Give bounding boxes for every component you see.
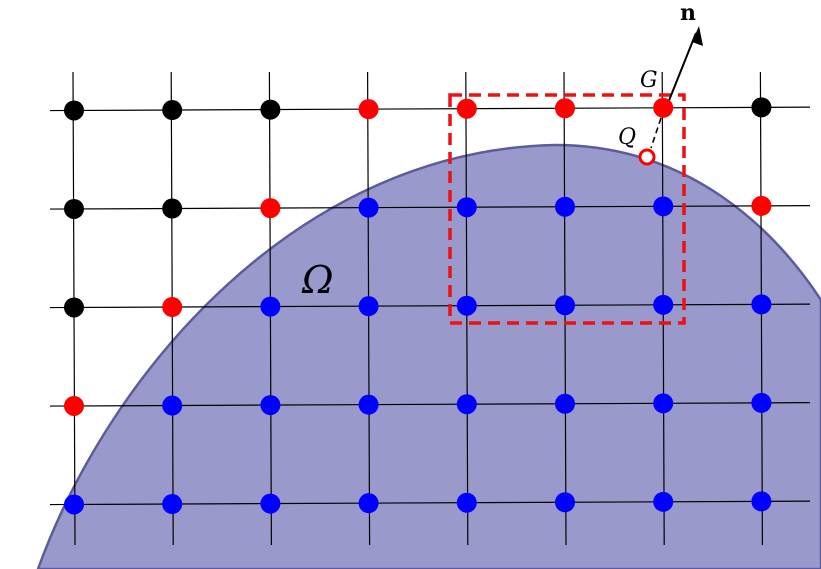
- grid-node-blue: [64, 494, 84, 515]
- grid-node-blue: [358, 394, 379, 415]
- grid-node-blue: [162, 494, 183, 515]
- grid-node-blue: [653, 491, 674, 512]
- domain-label: Ω: [301, 258, 334, 302]
- grid-node-black: [64, 198, 84, 219]
- grid-node-black: [64, 297, 84, 318]
- grid-node-red: [555, 98, 575, 119]
- grid-node-blue: [653, 393, 674, 414]
- grid-node-blue: [456, 394, 477, 415]
- domain-region: [36, 143, 821, 569]
- grid-node-blue: [555, 393, 575, 414]
- normal-arrow: [665, 32, 697, 109]
- grid-node-blue: [260, 493, 281, 514]
- normal-label: n: [680, 0, 696, 26]
- grid-node-blue: [456, 492, 477, 513]
- grid-node-black: [162, 100, 183, 121]
- grid-node-blue: [456, 295, 477, 316]
- boundary-point-label: Q: [618, 125, 636, 150]
- grid-node-red: [162, 297, 183, 318]
- grid-node-blue: [751, 491, 772, 512]
- ghost-to-boundary-link: [650, 117, 662, 149]
- grid-nodes: [64, 97, 772, 515]
- grid-node-red: [358, 99, 379, 120]
- boundary-point-marker: [638, 148, 656, 166]
- grid-node-red: [751, 195, 772, 216]
- grid-node-blue: [751, 294, 772, 315]
- grid-node-blue: [555, 196, 575, 217]
- ghost-point-label: G: [640, 68, 658, 93]
- grid-node-black: [64, 100, 84, 121]
- grid-node-black: [162, 198, 183, 219]
- grid-node-blue: [358, 493, 379, 514]
- grid-node-blue: [260, 395, 281, 416]
- grid-node-blue: [260, 296, 281, 317]
- grid-node-black: [260, 99, 281, 120]
- stencil-box: [448, 93, 686, 325]
- grid-node-blue: [456, 197, 477, 218]
- grid-node-blue: [162, 395, 183, 416]
- grid-node-blue: [751, 392, 772, 413]
- grid-node-blue: [358, 296, 379, 317]
- grid-node-blue: [358, 197, 379, 218]
- grid-node-red: [260, 198, 281, 219]
- grid-node-blue: [555, 492, 575, 513]
- grid-node-blue: [653, 294, 674, 315]
- grid-node-blue: [653, 196, 674, 217]
- grid-node-red: [456, 98, 477, 119]
- normal-arrow-head: [692, 26, 703, 46]
- grid-node-blue: [555, 295, 575, 316]
- grid-node-black: [751, 97, 772, 118]
- grid-node-red: [653, 97, 674, 118]
- grid-node-red: [64, 395, 84, 416]
